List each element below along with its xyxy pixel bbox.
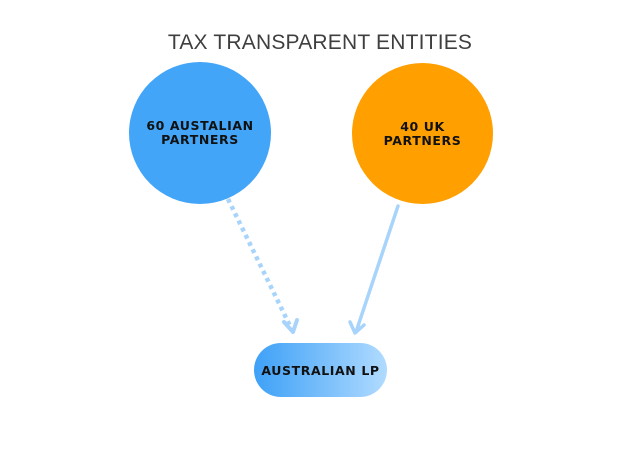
node-label-line2: PARTNERS <box>383 132 462 148</box>
node-label: AUSTRALIAN LP <box>261 362 380 378</box>
node-label-line1: 60 AUSTALIAN <box>146 118 254 133</box>
dotted-arrow-au-to-lp <box>225 198 299 334</box>
diagram-title: TAX TRANSPARENT ENTITIES <box>167 31 473 54</box>
node-australian-partners: 60 AUSTALIAN PARTNERS <box>129 62 271 204</box>
node-australian-lp: AUSTRALIAN LP <box>254 343 387 397</box>
node-uk-partners: 40 UK PARTNERS <box>352 63 493 204</box>
solid-arrow-uk-to-lp <box>348 204 400 335</box>
node-label-line2: PARTNERS <box>161 132 239 147</box>
node-label-line1: 40 UK <box>400 118 445 134</box>
